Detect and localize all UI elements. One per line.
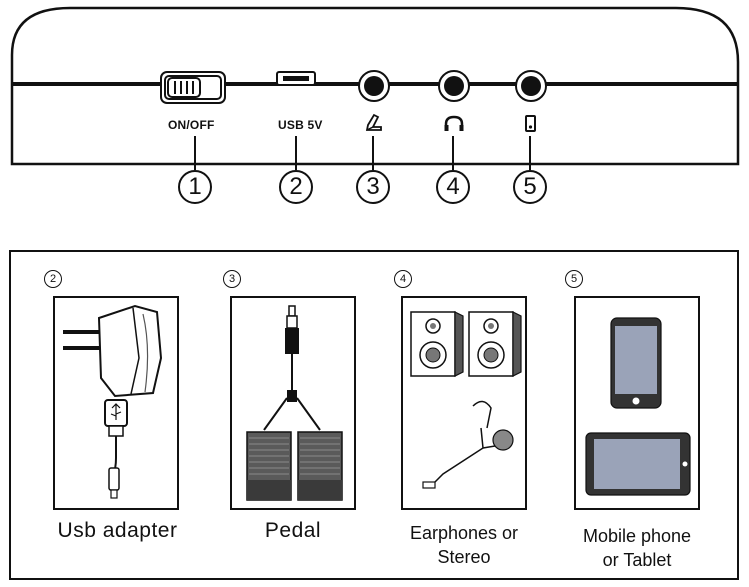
port-label-usb: USB 5V bbox=[278, 118, 323, 132]
accessory-number-4: 4 bbox=[394, 270, 412, 288]
pedal-jack[interactable] bbox=[358, 70, 390, 102]
phone-jack[interactable] bbox=[515, 70, 547, 102]
port-number-5: 5 bbox=[513, 170, 547, 204]
usb-adapter-caption: Usb adapter bbox=[57, 519, 178, 542]
earphones-stereo-caption: Earphones or Stereo bbox=[385, 521, 543, 569]
accessories-frame bbox=[9, 250, 739, 580]
phone-icon bbox=[525, 115, 536, 132]
headphones-icon bbox=[444, 115, 464, 131]
port-number-3: 3 bbox=[356, 170, 390, 204]
port-number-4: 4 bbox=[436, 170, 470, 204]
pedal-panel bbox=[230, 296, 356, 510]
earphones-stereo-panel bbox=[401, 296, 527, 510]
speakers-earphones-icon bbox=[410, 311, 522, 489]
usb-port-icon[interactable] bbox=[275, 70, 319, 90]
accessory-number-3: 3 bbox=[223, 270, 241, 288]
port-label-on-off: ON/OFF bbox=[168, 118, 215, 132]
accessory-number-5: 5 bbox=[565, 270, 583, 288]
headphone-jack[interactable] bbox=[438, 70, 470, 102]
accessory-number-2: 2 bbox=[44, 270, 62, 288]
port-number-2: 2 bbox=[279, 170, 313, 204]
power-switch[interactable] bbox=[160, 71, 228, 105]
port-number-1: 1 bbox=[178, 170, 212, 204]
pedal-caption: Pedal bbox=[264, 519, 322, 542]
usb-adapter-panel bbox=[53, 296, 179, 510]
device-panel: ON/OFF USB 5V 1 2 3 4 5 bbox=[0, 0, 749, 215]
earphones-stereo-caption-line2: Stereo bbox=[437, 547, 491, 567]
phone-tablet-caption-line2: or Tablet bbox=[602, 550, 672, 570]
phone-tablet-caption-line1: Mobile phone bbox=[582, 526, 692, 546]
sustain-pedal-icon bbox=[246, 305, 343, 501]
usb-adapter-icon bbox=[63, 304, 163, 499]
phone-tablet-caption: Mobile phone or Tablet bbox=[558, 524, 716, 572]
earphones-stereo-caption-line1: Earphones or bbox=[409, 523, 519, 543]
phone-tablet-panel bbox=[574, 296, 700, 510]
pedal-icon bbox=[365, 113, 382, 131]
phone-tablet-icon bbox=[585, 317, 691, 496]
